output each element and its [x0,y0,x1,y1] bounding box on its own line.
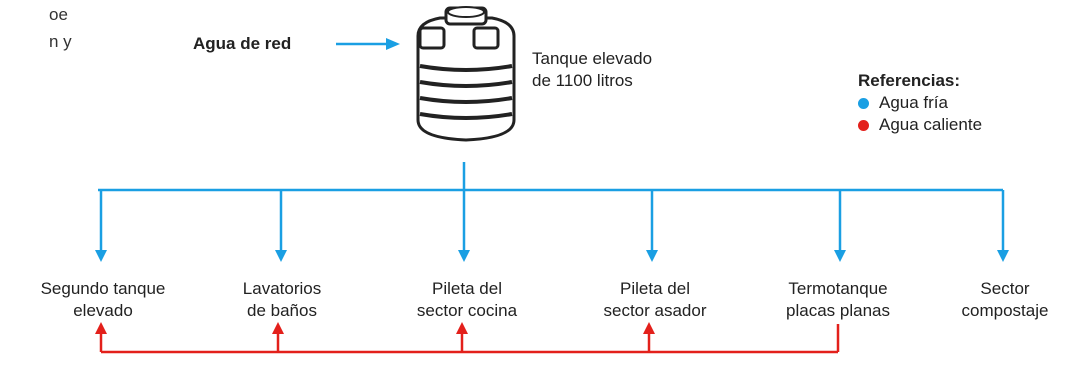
legend-item-hot: Agua caliente [858,114,982,136]
cold-water-arrowhead-icon [95,250,107,262]
cold-water-dot-icon [858,97,869,109]
destination-compostaje: Sector compostaje [935,278,1075,322]
hot-water-arrowhead-icon [456,322,468,334]
cold-water-arrowhead-icon [275,250,287,262]
destination-line-1: Pileta del [432,279,502,298]
cold-water-arrowhead-icon [646,250,658,262]
hot-water-arrowhead-icon [643,322,655,334]
destination-line-1: Sector [980,279,1030,298]
tank-label-line-2: de 1100 litros [532,71,633,90]
clipped-text-line-2: n y [49,32,72,51]
destination-termotanque: Termotanque placas planas [763,278,913,322]
clipped-text-line-1: oe [49,5,68,24]
water-source-label: Agua de red [193,34,292,53]
water-tank-icon [416,6,516,142]
hot-water-arrowhead-icon [272,322,284,334]
hot-water-dot-icon [858,119,869,131]
destination-line-2: placas planas [786,301,890,320]
destination-pileta-asador: Pileta del sector asador [580,278,730,322]
destination-line-1: Termotanque [788,279,888,298]
legend-title: Referencias: [858,71,961,90]
legend-item-hot-label: Agua caliente [879,115,983,134]
legend-item-cold-label: Agua fría [879,93,948,112]
legend: Referencias: Agua fría Agua caliente [858,70,982,136]
tank-label-line-1: Tanque elevado [532,49,653,68]
destination-line-2: sector asador [603,301,707,320]
destination-line-2: sector cocina [416,301,518,320]
destination-line-2: compostaje [961,301,1049,320]
tank-label: Tanque elevado de 1100 litros [532,48,652,92]
destination-line-1: Segundo tanque [40,279,166,298]
cold-water-arrowhead-icon [997,250,1009,262]
destination-segundo-tanque: Segundo tanque elevado [18,278,188,322]
legend-item-cold: Agua fría [858,92,982,114]
destination-line-2: elevado [73,301,133,320]
destination-line-1: Lavatorios [242,279,322,298]
cold-water-arrowhead-icon [834,250,846,262]
mains-inlet-arrow-head [386,38,400,50]
destination-line-2: de baños [247,301,317,320]
destination-line-1: Pileta del [620,279,690,298]
cold-water-arrowhead-icon [458,250,470,262]
hot-water-arrowhead-icon [95,322,107,334]
destination-lavatorios: Lavatorios de baños [212,278,352,322]
destination-pileta-cocina: Pileta del sector cocina [392,278,542,322]
